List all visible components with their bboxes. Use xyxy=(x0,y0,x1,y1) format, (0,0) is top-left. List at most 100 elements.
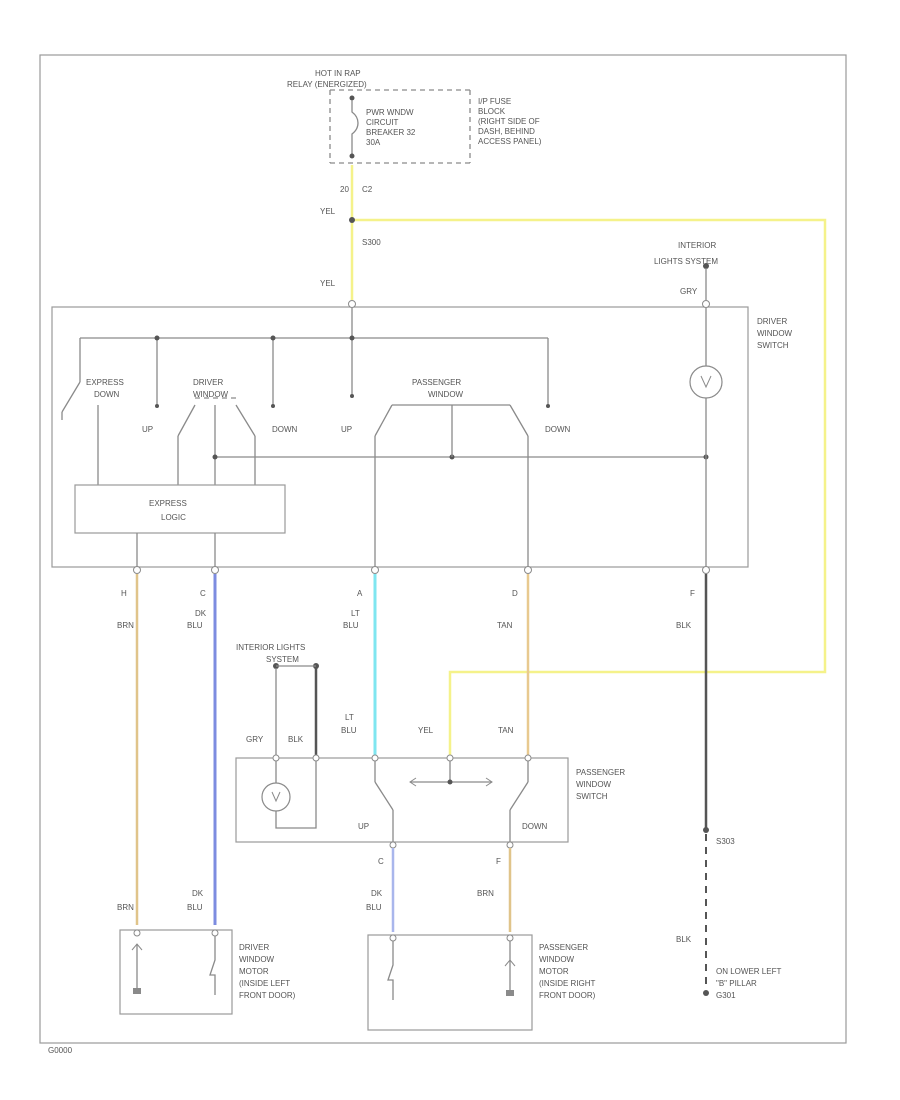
driver-motor-label-1: DRIVER xyxy=(239,943,269,952)
splice-s303: S303 xyxy=(716,837,735,846)
pass-sw-down-contact xyxy=(509,404,529,437)
return-node-1 xyxy=(212,454,218,460)
connector-c2: C2 xyxy=(362,185,373,194)
driver-motor-dk: DK xyxy=(192,889,204,898)
fuse-block-label-4: DASH, BEHIND xyxy=(478,127,535,136)
pass-sw-arrow-left xyxy=(409,777,417,787)
pass-switch-title-2: WINDOW xyxy=(576,780,612,789)
pass-pin-blk xyxy=(312,754,320,762)
pass-motor-pin-2 xyxy=(506,934,514,942)
pass-sw-up-contact xyxy=(374,404,393,437)
driver-sw-label-2: WINDOW xyxy=(193,390,229,399)
wire-label-gry-top: GRY xyxy=(680,287,698,296)
pin-number-20: 20 xyxy=(340,185,349,194)
driver-motor-brush xyxy=(133,988,141,994)
pass-lamp-return xyxy=(275,761,317,829)
pin-c xyxy=(211,566,219,574)
pin-a-label: A xyxy=(357,589,363,598)
lamp-filament xyxy=(700,375,712,389)
breaker-label-2: CIRCUIT xyxy=(366,118,399,127)
pass-motor-brush xyxy=(506,990,514,996)
interior-lights-terminal xyxy=(703,263,709,269)
pass-pin-gry xyxy=(272,754,280,762)
contact-up xyxy=(155,404,159,408)
breaker-top-terminal xyxy=(349,95,355,101)
driver-window-motor-box xyxy=(119,929,233,1015)
driver-up-label: UP xyxy=(142,425,153,434)
pass-pin-lt-blu xyxy=(371,754,379,762)
pass-tan-label: TAN xyxy=(498,726,514,735)
diagram-code: G0000 xyxy=(48,1046,73,1055)
driver-sw-down-contact xyxy=(235,404,256,437)
pass-blu-label: BLU xyxy=(341,726,357,735)
pin-c-label: C xyxy=(200,589,206,598)
express-down-label-2: DOWN xyxy=(94,390,120,399)
pass-motor-label-4: (INSIDE RIGHT xyxy=(539,979,596,988)
driver-switch-title-1: DRIVER xyxy=(757,317,787,326)
pass-up-label: UP xyxy=(341,425,352,434)
wire-c-color-1: DK xyxy=(195,609,207,618)
wire-a-color-1: LT xyxy=(351,609,360,618)
pass-motor-blu: BLU xyxy=(366,903,382,912)
pass-out-pin-f xyxy=(506,841,514,849)
bus-node-1 xyxy=(154,335,160,341)
pass-motor-brn: BRN xyxy=(477,889,494,898)
pass-sw-label-2: WINDOW xyxy=(428,390,464,399)
driver-motor-blu: BLU xyxy=(187,903,203,912)
pass-sw-arrow-right xyxy=(485,777,493,787)
express-logic-box xyxy=(74,484,286,534)
pass-motor-label-3: MOTOR xyxy=(539,967,569,976)
pin-f xyxy=(702,566,710,574)
pass-lamp-icon xyxy=(261,782,291,812)
driver-motor-label-5: FRONT DOOR) xyxy=(239,991,296,1000)
hot-label-2: RELAY (ENERGIZED) xyxy=(287,80,367,89)
ground-loc-3: G301 xyxy=(716,991,736,1000)
splice-s300-dot xyxy=(349,217,355,223)
splice-s303-dot xyxy=(703,827,709,833)
pass-lt-label: LT xyxy=(345,713,354,722)
pass-down-label: DOWN xyxy=(522,822,548,831)
pin-d xyxy=(524,566,532,574)
express-down-switch xyxy=(61,381,81,413)
driver-switch-gry-pin xyxy=(702,300,710,308)
hot-label-1: HOT IN RAP xyxy=(315,69,361,78)
driver-motor-lead-2 xyxy=(209,936,216,995)
ground-wire-label: BLK xyxy=(676,935,692,944)
pass-switch-title-3: SWITCH xyxy=(576,792,608,801)
driver-switch-title-2: WINDOW xyxy=(757,329,793,338)
express-logic-label-2: LOGIC xyxy=(161,513,186,522)
wire-d-color: TAN xyxy=(497,621,513,630)
express-down-label-1: EXPRESS xyxy=(86,378,124,387)
fuse-block-label-1: I/P FUSE xyxy=(478,97,511,106)
pass-switch-title-1: PASSENGER xyxy=(576,768,625,777)
fuse-block-label-3: (RIGHT SIDE OF xyxy=(478,117,540,126)
pass-sw-label-1: PASSENGER xyxy=(412,378,461,387)
pass-up-label: UP xyxy=(358,822,369,831)
driver-window-switch-box xyxy=(51,306,749,568)
pin-f-label: F xyxy=(690,589,695,598)
pass-sw-bar-node xyxy=(447,779,453,785)
pass-yel-label: YEL xyxy=(418,726,434,735)
pin-a xyxy=(371,566,379,574)
ground-g301-icon xyxy=(703,990,709,996)
pass-interior-lights-2: SYSTEM xyxy=(266,655,299,664)
wire-h-color: BRN xyxy=(117,621,134,630)
wire-c-color-2: BLU xyxy=(187,621,203,630)
pass-pin-tan xyxy=(524,754,532,762)
breaker-label-1: PWR WNDW xyxy=(366,108,414,117)
contact-pass-up xyxy=(350,394,354,398)
pass-sw-down-blade xyxy=(509,781,529,811)
driver-motor-label-2: WINDOW xyxy=(239,955,275,964)
breaker-label-3: BREAKER 32 xyxy=(366,128,416,137)
passenger-window-switch-box xyxy=(235,757,569,843)
driver-motor-label-3: MOTOR xyxy=(239,967,269,976)
pass-pin-yel xyxy=(446,754,454,762)
pass-motor-lead-1 xyxy=(387,941,394,1000)
wire-a-color-2: BLU xyxy=(343,621,359,630)
pass-interior-lights-1: INTERIOR LIGHTS xyxy=(236,643,305,652)
driver-down-label: DOWN xyxy=(272,425,298,434)
fuse-block-label-2: BLOCK xyxy=(478,107,506,116)
pin-h-label: H xyxy=(121,589,127,598)
interior-lights-label-1: INTERIOR xyxy=(678,241,716,250)
illumination-lamp-icon xyxy=(689,365,723,399)
